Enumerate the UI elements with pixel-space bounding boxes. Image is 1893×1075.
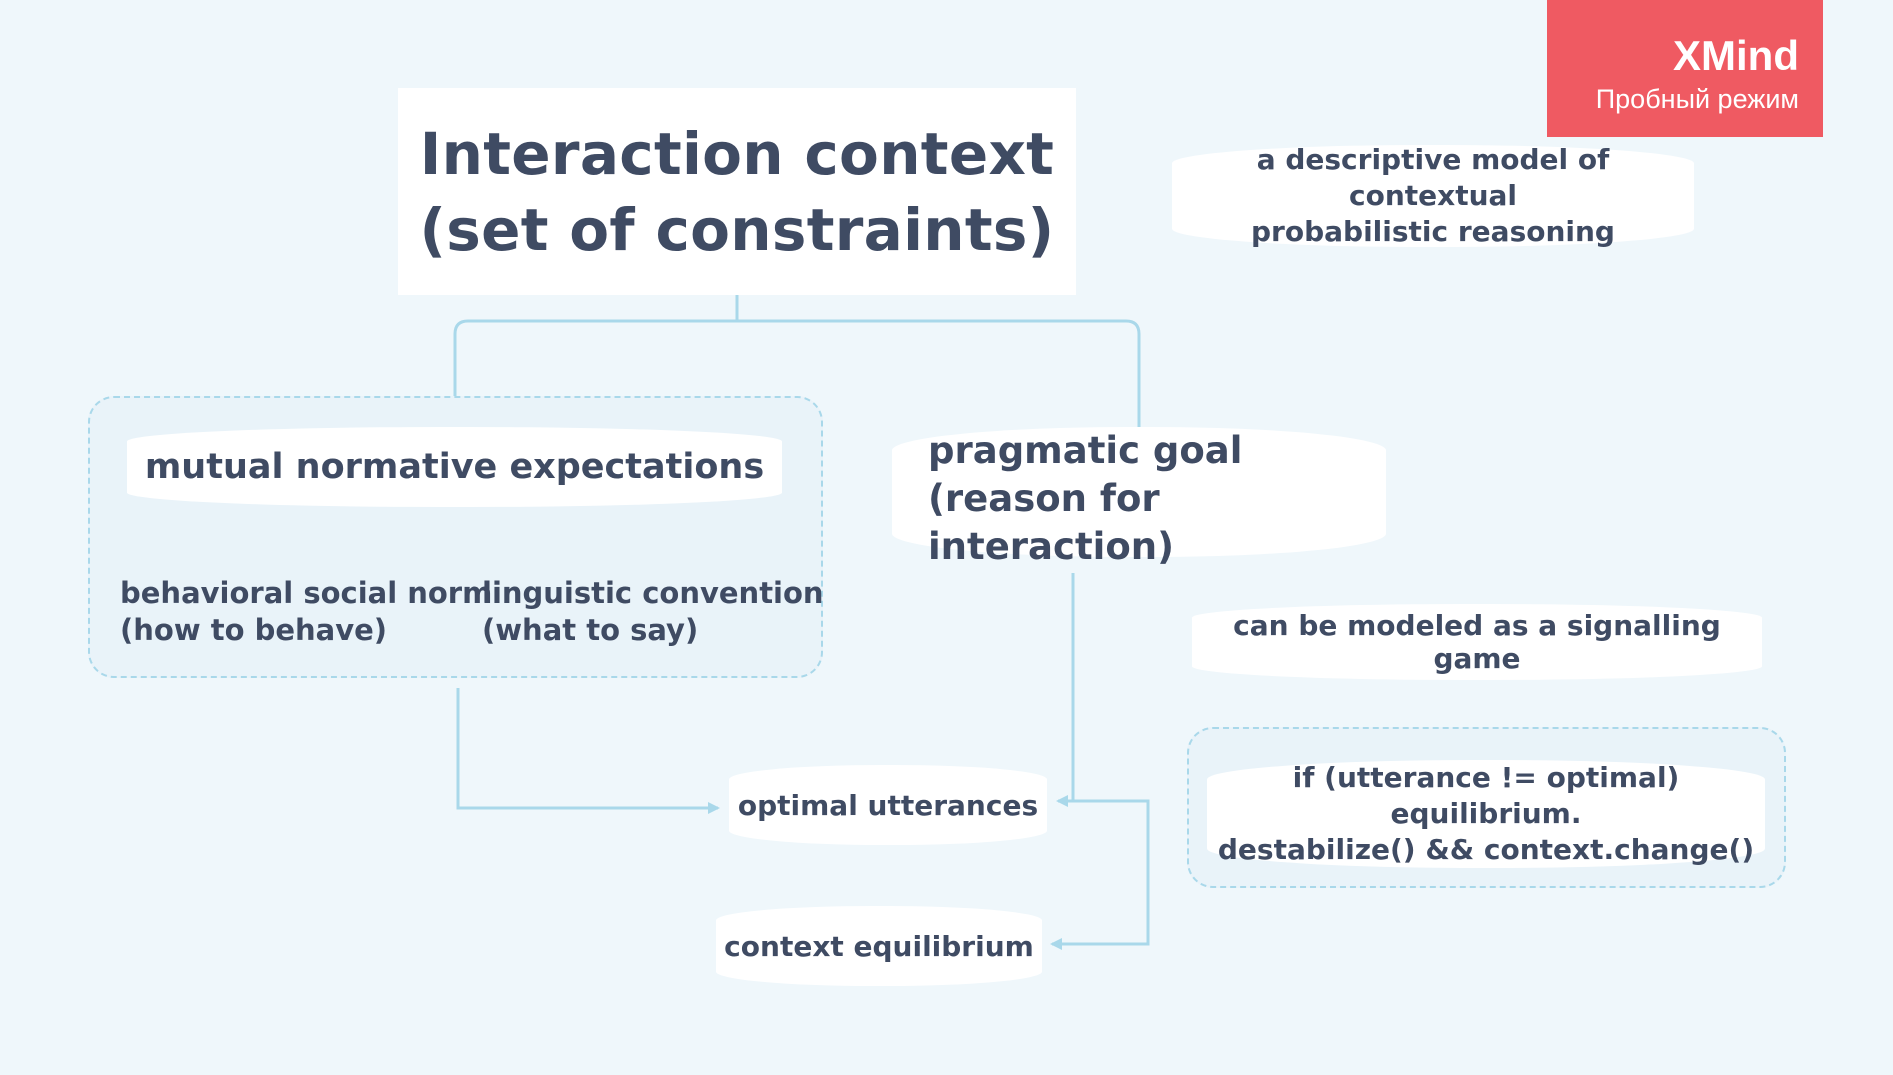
trial-mode-label: Пробный режим [1595,84,1799,114]
pragmatic-to-optimal-arrow [1056,573,1075,807]
optimal-to-equilibrium-arrow [1050,799,1150,950]
optimal-utterances-topic[interactable]: optimal utterances [729,765,1047,845]
pragmatic-goal-line2: (reason for interaction) [928,477,1174,568]
linguistic-convention-line2: (what to say) [482,613,699,647]
behavioral-norm-line2: (how to behave) [120,613,388,647]
condition-line1: if (utterance != optimal) equilibrium. [1292,761,1680,830]
descriptive-model-line2: probabilistic reasoning [1251,215,1615,248]
mutual-expectations-label: mutual normative expectations [144,447,765,487]
optimal-utterances-label: optimal utterances [737,788,1039,822]
linguistic-convention-line1: linguistic convention [482,576,824,610]
condition-note[interactable]: if (utterance != optimal) equilibrium. d… [1207,760,1765,868]
descriptive-model-line1: a descriptive model of contextual [1256,143,1610,212]
root-topic-line2: (set of constraints) [419,195,1055,264]
pragmatic-goal-line1: pragmatic goal [928,429,1243,472]
xmind-brand: XMind [1673,32,1799,79]
context-equilibrium-topic[interactable]: context equilibrium [716,906,1042,986]
mutual-expectations-topic[interactable]: mutual normative expectations [127,427,782,507]
condition-line2: destabilize() && context.change() [1217,833,1755,866]
root-connector [453,295,1141,427]
root-topic[interactable]: Interaction context (set of constraints) [398,88,1076,295]
trial-watermark: XMind Пробный режим [1547,0,1823,137]
root-topic-line1: Interaction context [419,119,1055,188]
context-equilibrium-label: context equilibrium [724,929,1034,963]
behavioral-norm-line1: behavioral social norm [120,576,493,610]
behavioral-norm-topic[interactable]: behavioral social norm (how to behave) [120,575,492,649]
pragmatic-goal-topic[interactable]: pragmatic goal (reason for interaction) [892,427,1386,568]
descriptive-model-note[interactable]: a descriptive model of contextual probab… [1172,143,1694,248]
linguistic-convention-topic[interactable]: linguistic convention (what to say) [482,575,824,649]
signalling-game-label: can be modeled as a signalling game [1233,609,1721,675]
boundary-to-optimal-arrow [456,688,720,814]
signalling-game-note[interactable]: can be modeled as a signalling game [1192,604,1762,680]
